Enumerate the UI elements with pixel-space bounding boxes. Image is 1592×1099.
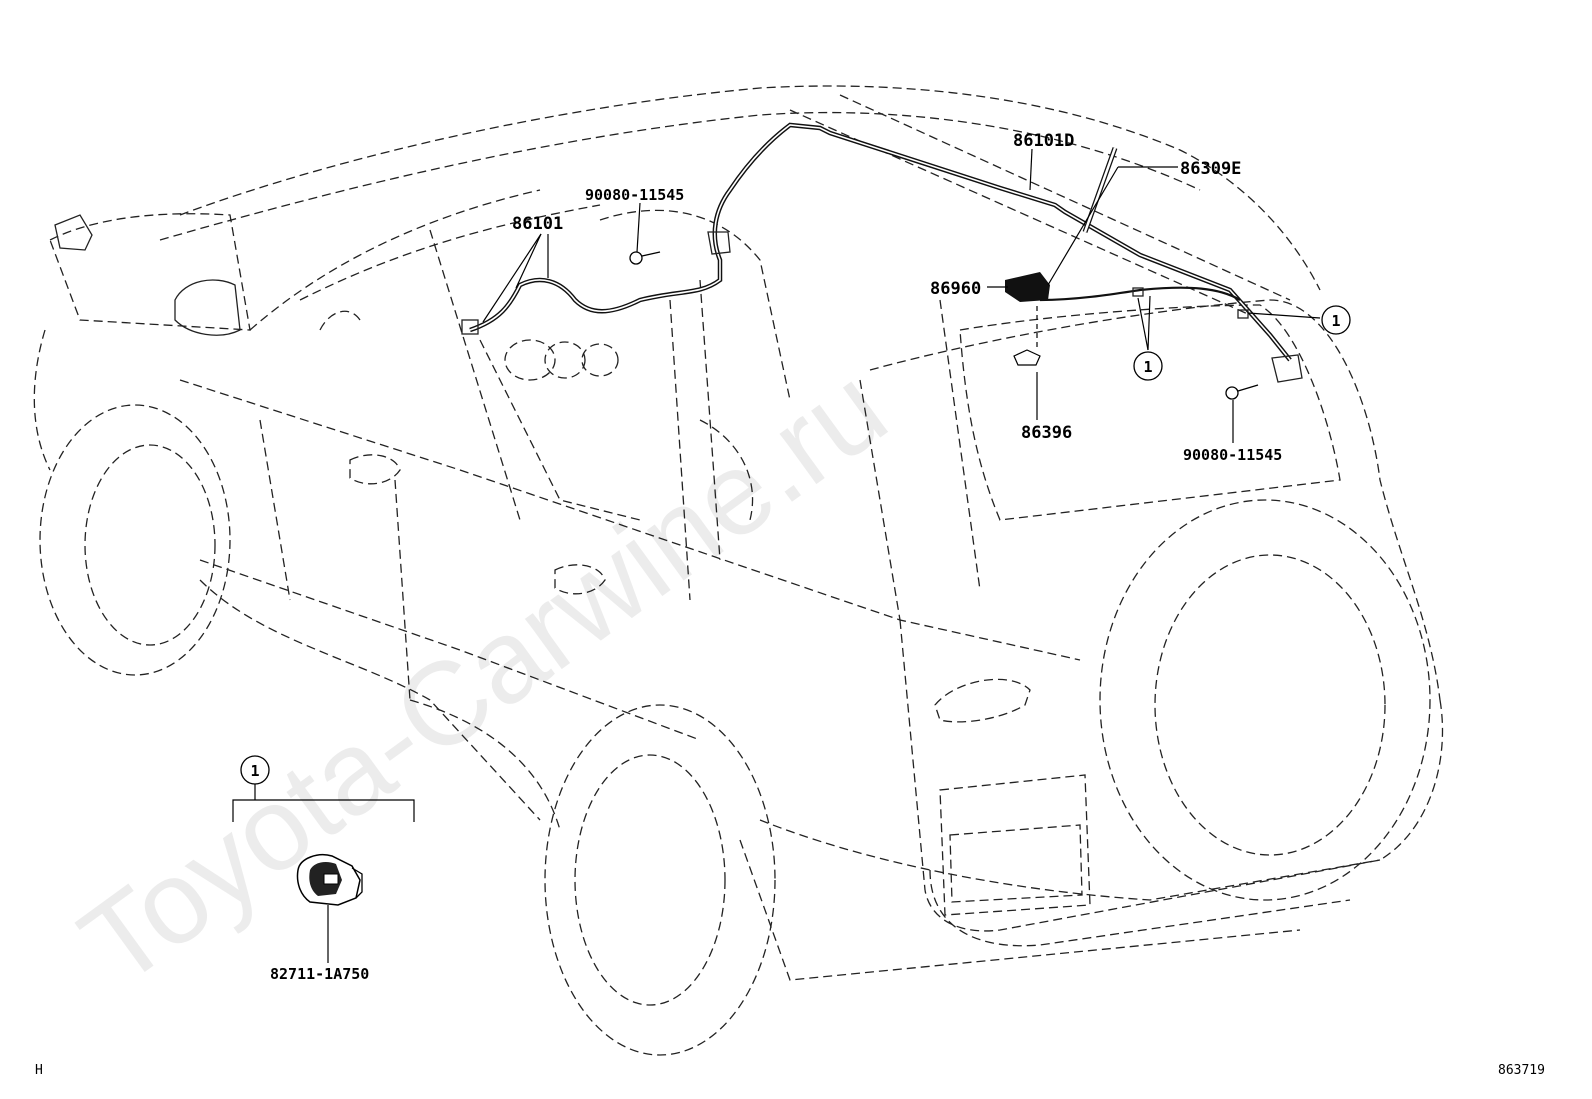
- leader-lines: [232, 148, 1321, 963]
- antenna-base-icon: [1005, 272, 1050, 302]
- label-86101: 86101: [512, 214, 563, 234]
- inset-ref-circle: 1: [240, 755, 270, 785]
- label-86101D: 86101D: [1013, 131, 1074, 151]
- svg-text:1: 1: [1143, 358, 1152, 376]
- corner-code-left: H: [35, 1063, 43, 1078]
- label-82711-1A750: 82711-1A750: [270, 965, 369, 983]
- svg-text:1: 1: [250, 762, 259, 780]
- svg-text:1: 1: [1331, 312, 1340, 330]
- figure-number: 863719: [1498, 1063, 1545, 1078]
- label-90080-rear: 90080-11545: [1183, 446, 1282, 464]
- ref-circle-mid: 1: [1133, 351, 1163, 381]
- watermark-text: Toyota-Carwine.ru: [58, 341, 910, 1011]
- rear-bolt-icon: [1225, 384, 1259, 400]
- label-86396: 86396: [1021, 423, 1072, 443]
- label-90080-front: 90080-11545: [585, 186, 684, 204]
- ref-circle-right: 1: [1321, 305, 1351, 335]
- connector-82711-icon: [296, 854, 363, 906]
- clip-86396-icon: [1013, 349, 1041, 366]
- front-bolt-icon: [629, 251, 661, 265]
- antenna-cable: [461, 122, 1303, 383]
- label-86960: 86960: [930, 279, 981, 299]
- label-86309E: 86309E: [1180, 159, 1241, 179]
- vehicle-outline: [33, 85, 1444, 1056]
